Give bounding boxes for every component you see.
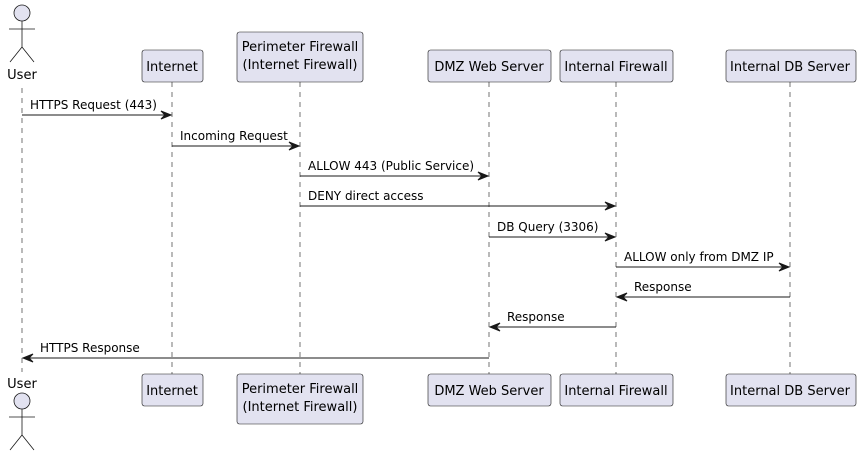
participant-internet-bottom: Internet [141, 373, 204, 407]
message-label: HTTPS Response [40, 341, 140, 355]
participant-perimeter-bottom: Perimeter Firewall (Internet Firewall) [236, 373, 364, 425]
participant-db-bottom: Internal DB Server [725, 373, 857, 407]
participant-box [141, 373, 204, 407]
message-allow-only-from-dmz-ip: ALLOW only from DMZ IP [616, 250, 791, 272]
actor-user-bottom: User [7, 377, 37, 451]
message-label: ALLOW 443 (Public Service) [308, 159, 474, 173]
actor-head [13, 4, 31, 22]
message-label: ALLOW only from DMZ IP [624, 250, 774, 264]
participant-label-line: Perimeter Firewall [242, 382, 359, 397]
participant-box [725, 49, 857, 83]
participant-label: Internet [146, 384, 198, 399]
participant-box [725, 373, 857, 407]
message-allow-443-public-service: ALLOW 443 (Public Service) [300, 159, 490, 181]
participant-internalfw-bottom: Internal Firewall [559, 373, 674, 407]
arrowhead [778, 262, 791, 272]
message-label: Response [507, 310, 565, 324]
actor-user-top: User [7, 4, 37, 83]
arrowhead [288, 141, 301, 151]
actor-label: User [7, 377, 37, 392]
participant-label-line: (Internet Firewall) [243, 58, 358, 73]
participant-box [141, 49, 204, 83]
message-https-request-443: HTTPS Request (443) [22, 98, 173, 120]
participant-dmz-top: DMZ Web Server [427, 49, 552, 83]
message-label: Incoming Request [180, 129, 288, 143]
participant-internet-top: Internet [141, 49, 204, 83]
actor-body [9, 409, 35, 451]
message-db-query-3306: DB Query (3306) [489, 220, 617, 242]
message-label: DENY direct access [308, 189, 424, 203]
participant-label: Internal DB Server [730, 60, 851, 75]
message-incoming-request: Incoming Request [172, 129, 301, 151]
message-https-response: HTTPS Response [21, 341, 489, 363]
participant-box [236, 31, 364, 83]
message-response: Response [615, 280, 790, 302]
participant-label: Internet [146, 60, 198, 75]
message-label: DB Query (3306) [497, 220, 598, 234]
message-label: Response [634, 280, 692, 294]
arrowhead [477, 171, 490, 181]
participant-label: DMZ Web Server [434, 384, 544, 399]
participant-label-line: Perimeter Firewall [242, 40, 359, 55]
actor-body [9, 21, 35, 63]
message-response: Response [488, 310, 616, 332]
arrowhead [21, 353, 34, 363]
participant-perimeter-top: Perimeter Firewall (Internet Firewall) [236, 31, 364, 83]
participant-label-line: (Internet Firewall) [243, 400, 358, 415]
participant-dmz-bottom: DMZ Web Server [427, 373, 552, 407]
arrowhead [604, 232, 617, 242]
actor-label: User [7, 68, 37, 83]
participant-db-top: Internal DB Server [725, 49, 857, 83]
participant-internalfw-top: Internal Firewall [559, 49, 674, 83]
participant-box [559, 49, 674, 83]
actor-head [13, 392, 31, 410]
participant-box [236, 373, 364, 425]
participant-box [427, 373, 552, 407]
arrowhead [160, 110, 173, 120]
participant-label: Internal Firewall [564, 384, 667, 399]
message-deny-direct-access: DENY direct access [300, 189, 617, 211]
arrowhead [604, 201, 617, 211]
participant-label: Internal Firewall [564, 60, 667, 75]
arrowhead [488, 322, 501, 332]
participant-label: Internal DB Server [730, 384, 851, 399]
participant-box [559, 373, 674, 407]
participant-label: DMZ Web Server [434, 60, 544, 75]
arrowhead [615, 292, 628, 302]
participant-box [427, 49, 552, 83]
message-label: HTTPS Request (443) [30, 98, 157, 112]
